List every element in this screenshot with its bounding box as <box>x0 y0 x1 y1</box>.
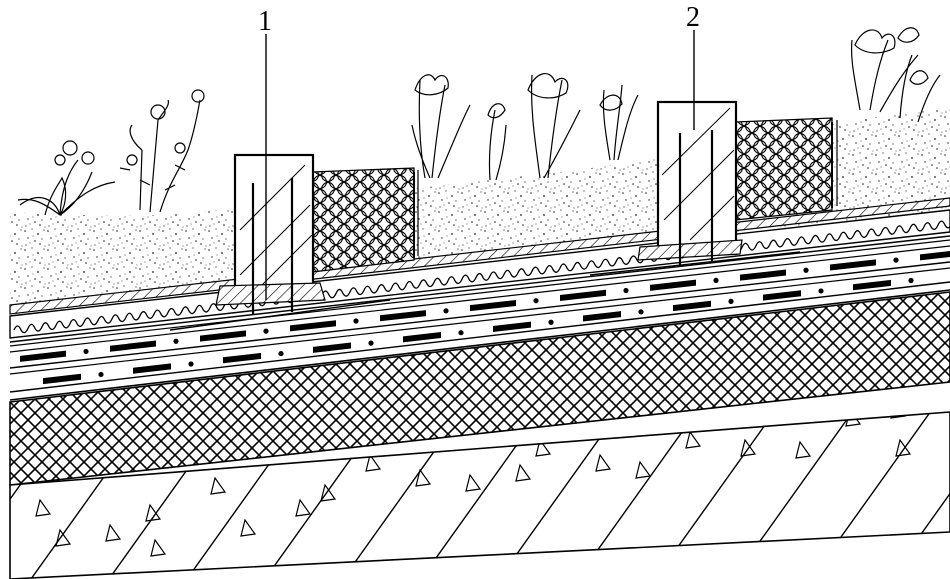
aggregate-mark <box>150 538 167 557</box>
aggregate-mark <box>740 438 757 457</box>
membrane-dash <box>133 363 171 374</box>
membrane-dot <box>818 288 824 294</box>
slab-hatch-line <box>10 412 11 579</box>
membrane-dash <box>673 300 711 312</box>
callout-1: 1 <box>258 6 272 300</box>
membrane-dash <box>200 330 246 342</box>
inspection-well-2 <box>589 100 801 276</box>
membrane-dash <box>43 373 81 385</box>
aggregate-mark <box>320 483 337 502</box>
plant-group-right <box>850 27 941 123</box>
membrane-dash <box>290 320 336 332</box>
membrane-dash <box>223 352 261 364</box>
aggregate-mark <box>895 438 912 457</box>
callout-1-label: 1 <box>258 6 272 37</box>
membrane-dot <box>83 348 89 355</box>
insulation-layer <box>9 291 950 486</box>
membrane-dash <box>110 340 156 352</box>
aggregate-mark <box>240 518 257 537</box>
callout-2: 2 <box>686 2 700 130</box>
membrane-dot <box>188 361 194 367</box>
membrane-dot <box>458 330 464 336</box>
aggregate-mark <box>295 498 312 517</box>
membrane-dot <box>803 267 809 273</box>
membrane-dot <box>353 318 359 324</box>
aggregate-mark <box>635 460 652 479</box>
aggregate-mark <box>415 468 432 487</box>
membrane-dash <box>403 332 441 343</box>
membrane-dash <box>20 350 66 362</box>
membrane-dash <box>470 299 516 312</box>
membrane-dash <box>380 310 426 322</box>
aggregate-mark <box>55 528 72 547</box>
aggregate-mark <box>35 498 52 517</box>
membrane-dot <box>623 287 629 294</box>
membrane-dot <box>638 309 644 315</box>
inspection-well-1 <box>169 153 391 331</box>
membrane-dot <box>713 277 719 283</box>
membrane-dash <box>313 342 351 353</box>
membrane-dot <box>173 338 179 344</box>
membrane-dot <box>728 298 734 304</box>
membrane-dash <box>853 279 891 291</box>
membrane-dash <box>583 311 621 322</box>
membrane-dash <box>650 279 696 291</box>
aggregate-mark <box>890 412 907 419</box>
membrane-dash <box>830 259 876 271</box>
aggregate-mark <box>105 523 122 542</box>
membrane-dot <box>548 319 554 325</box>
aggregate-mark <box>535 438 552 457</box>
membrane-dot <box>368 340 374 346</box>
membrane-dash <box>493 321 531 332</box>
plant-group-left <box>17 89 205 216</box>
membrane-dot <box>278 350 284 357</box>
membrane-dot <box>98 371 104 378</box>
membrane-dot <box>908 277 914 284</box>
membrane-dash <box>920 250 950 261</box>
gravel-zone-right <box>734 117 833 221</box>
aggregate-mark <box>595 453 612 472</box>
membrane-dot <box>263 328 269 334</box>
membrane-dot <box>533 298 539 304</box>
membrane-dot <box>443 308 449 314</box>
aggregate-mark <box>145 503 162 522</box>
aggregate-mark <box>795 440 812 459</box>
aggregate-mark <box>365 453 382 472</box>
membrane-dot <box>893 257 899 263</box>
aggregate-mark <box>515 463 532 482</box>
waterproof-membrane-layers <box>9 235 950 401</box>
gravel-zone-left <box>311 167 415 273</box>
aggregate-mark <box>210 476 227 495</box>
membrane-dash <box>560 289 606 301</box>
membrane-dash <box>763 290 801 301</box>
plant-group-middle <box>411 73 639 181</box>
aggregate-mark <box>685 430 702 449</box>
membrane-dash <box>740 269 786 281</box>
aggregate-mark <box>465 473 482 492</box>
callout-2-label: 2 <box>686 2 700 33</box>
